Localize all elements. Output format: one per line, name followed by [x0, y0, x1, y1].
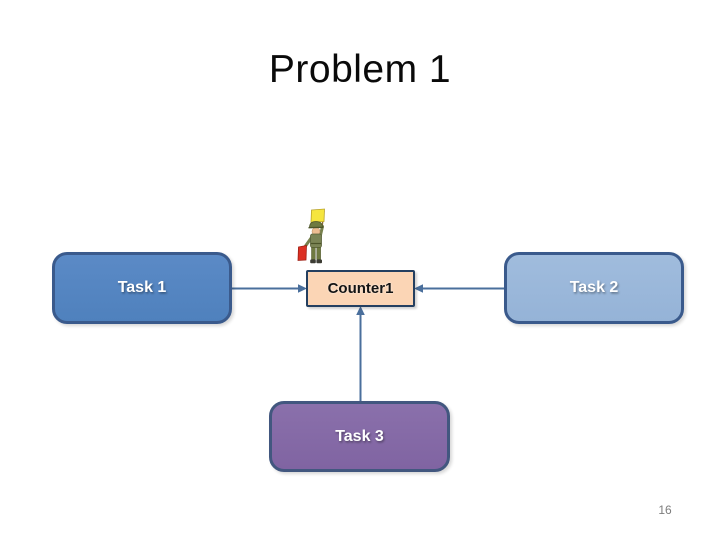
diagram-node-counter1: Counter1: [306, 270, 415, 307]
connector-task2-counter1: [414, 284, 504, 293]
connector-task1-counter1: [232, 284, 307, 293]
node-label-task1: Task 1: [117, 279, 167, 296]
node-label-task2: Task 2: [569, 279, 619, 296]
node-label-task3: Task 3: [335, 427, 384, 445]
soldier-signal-flags-icon: [297, 208, 325, 264]
diagram-node-task1: Task 1: [52, 252, 232, 324]
page-title: Problem 1: [268, 48, 452, 91]
page-number: 16: [658, 503, 672, 517]
diagram-node-task3: Task 3: [269, 401, 450, 472]
node-label-counter1: Counter1: [327, 280, 394, 297]
diagram-node-task2: Task 2: [504, 252, 684, 324]
connector-task3-counter1: [356, 306, 365, 402]
